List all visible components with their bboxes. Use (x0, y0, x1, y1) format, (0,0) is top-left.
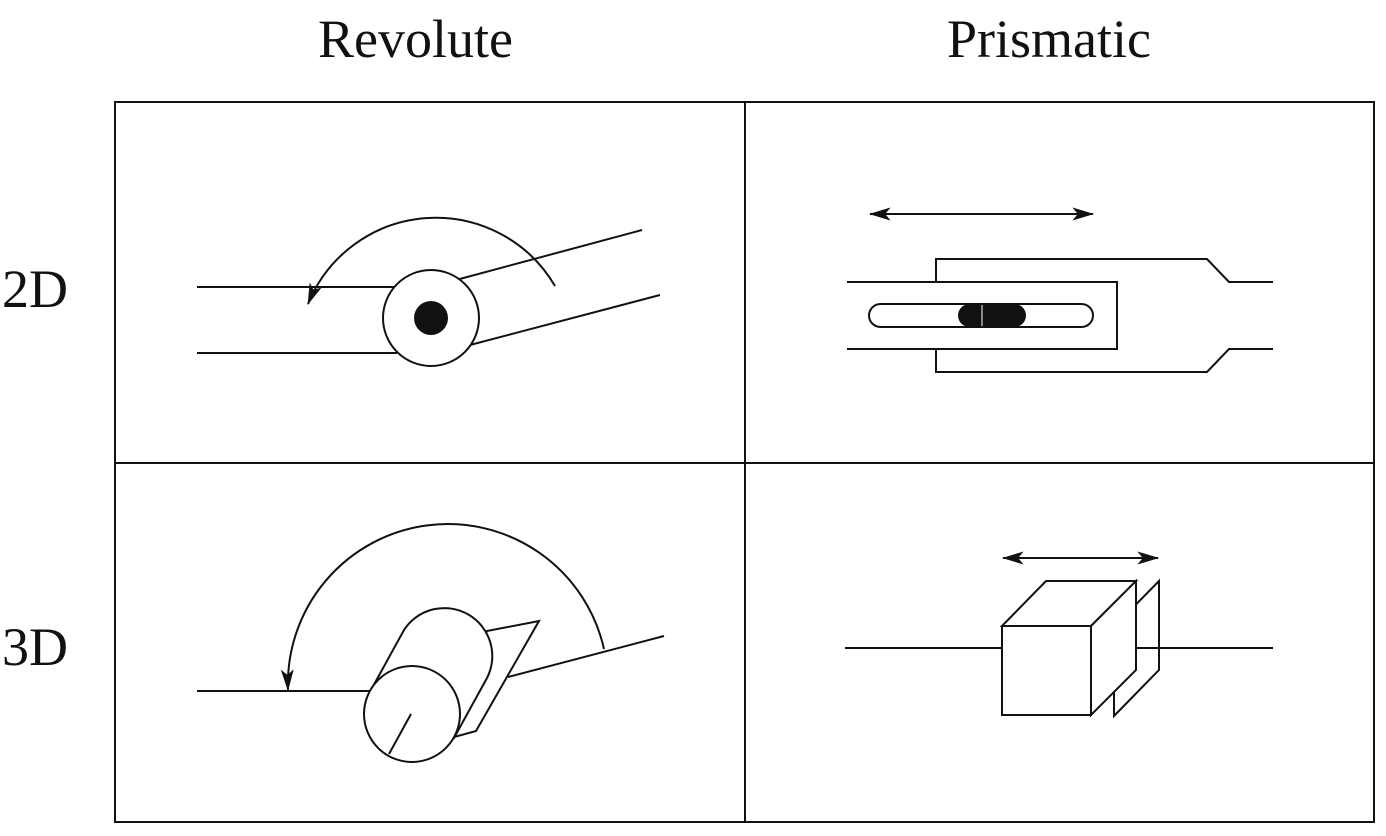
revolute-3d-joint (197, 524, 664, 762)
row-header-2d: 2D (2, 259, 68, 319)
column-header-revolute: Revolute (318, 9, 513, 69)
column-header-prismatic: Prismatic (947, 9, 1151, 69)
revolute-2d-pivot-pin (414, 301, 448, 335)
revolute-3d-shaft-marker (389, 714, 411, 754)
revolute-2d-joint (197, 218, 660, 366)
prismatic-3d-block-front (1002, 626, 1091, 715)
revolute-2d-moving-link-bottom (470, 295, 660, 345)
revolute-3d-cylinder-end-face (364, 666, 460, 762)
revolute-3d-rotation-arrow (280, 524, 604, 692)
prismatic-2d-slider-pin (958, 304, 1026, 327)
revolute-3d-moving-link (508, 636, 664, 677)
prismatic-2d-joint (847, 207, 1273, 372)
revolute-2d-rotation-arrow (308, 218, 555, 306)
revolute-2d-moving-link-top (456, 230, 642, 280)
prismatic-2d-inner-rod (847, 282, 1117, 349)
row-header-3d: 3D (2, 617, 68, 677)
grid (115, 102, 1374, 822)
prismatic-2d-outer-sleeve (936, 259, 1273, 372)
prismatic-3d-joint (845, 551, 1273, 716)
